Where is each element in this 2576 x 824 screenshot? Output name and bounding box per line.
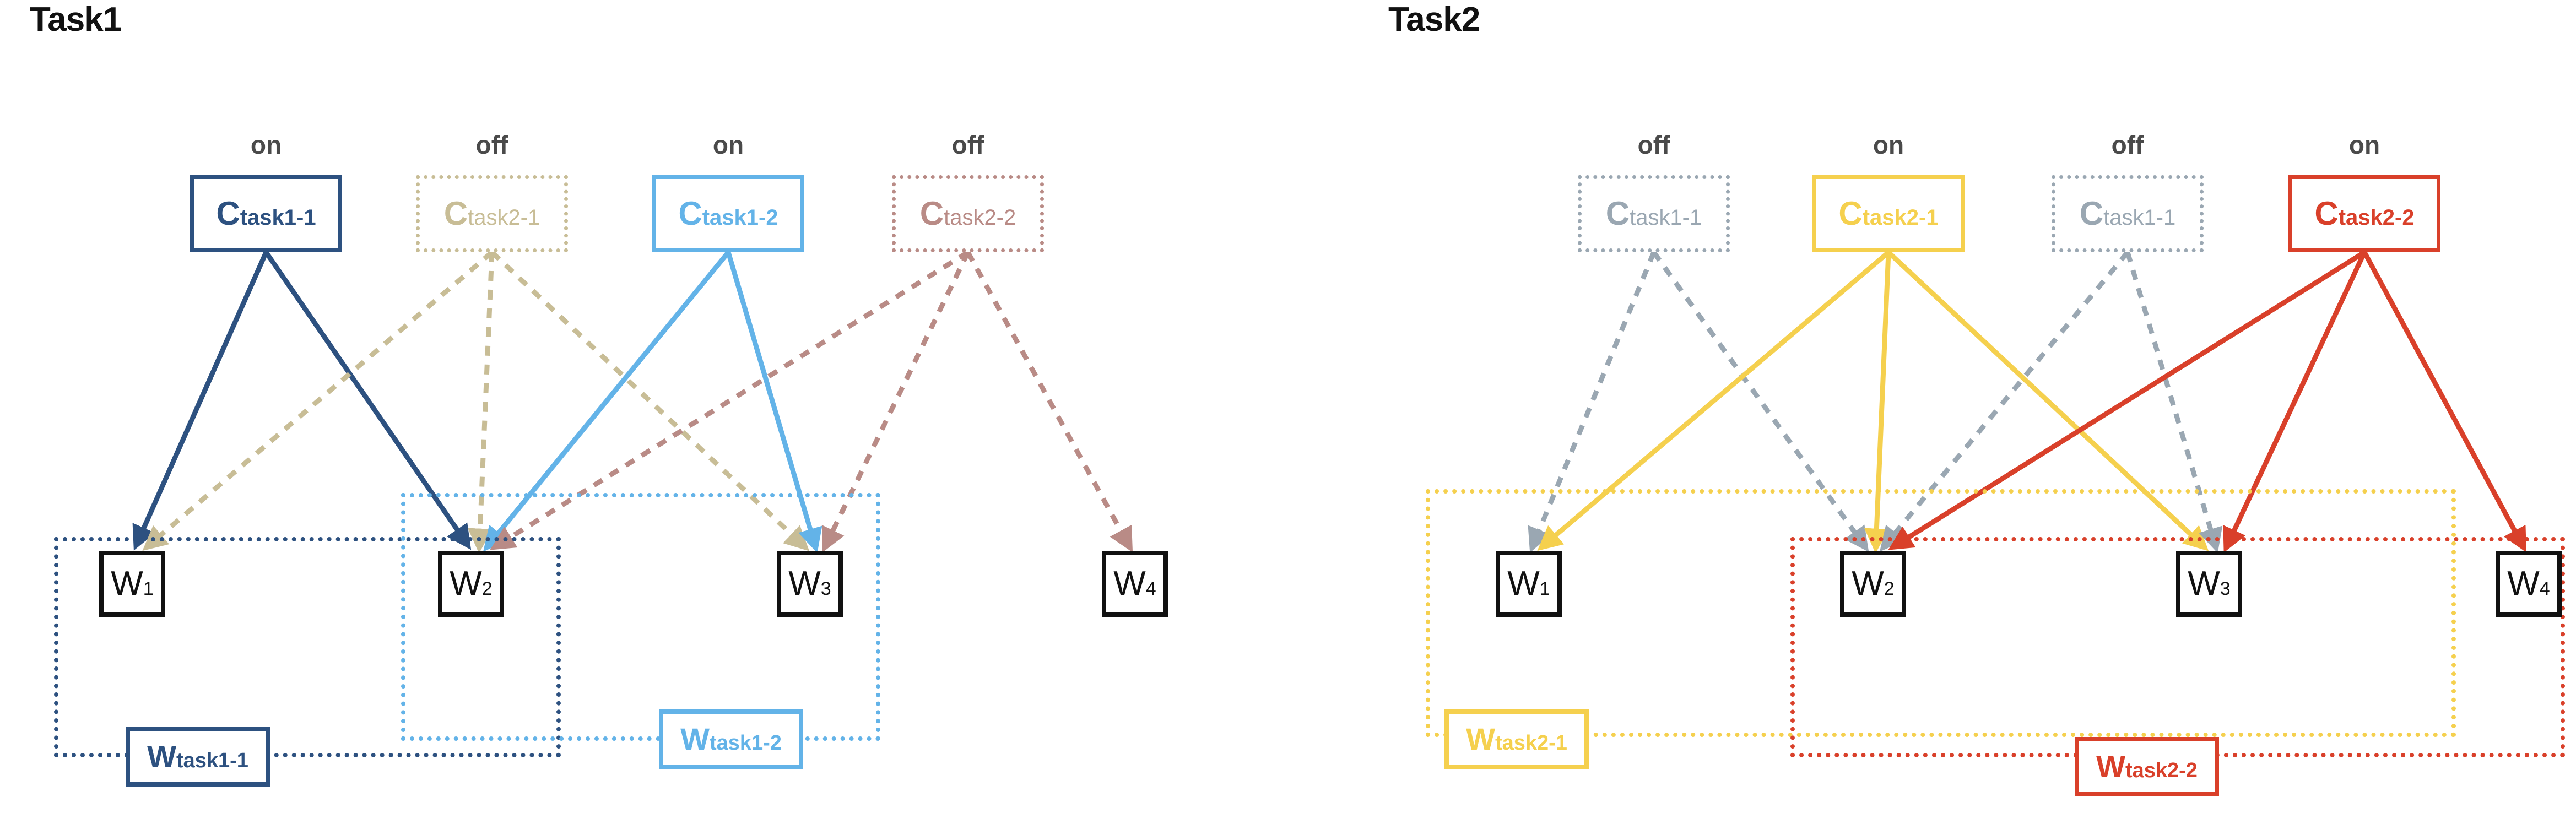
controller-subscript: task2-1 (1862, 205, 1939, 230)
edge-task1-c4-w4 (966, 251, 1133, 553)
worker-prefix: W (1507, 565, 1540, 603)
group-prefix: W (147, 739, 176, 774)
controller-prefix: C (919, 195, 944, 232)
controller-prefix: C (443, 195, 468, 232)
worker-subscript: 4 (2539, 578, 2550, 599)
group-prefix: W (680, 722, 710, 756)
controller-prefix: C (1838, 195, 1863, 232)
worker-subscript: 2 (1884, 578, 1895, 599)
state-caption-task1-c4: off (951, 131, 984, 159)
state-caption-task2-c4: on (2348, 131, 2380, 159)
edge-task1-c1-w1 (132, 251, 269, 551)
controller-subscript: task2-1 (468, 205, 540, 230)
controller-subscript: task1-2 (702, 205, 778, 230)
worker-subscript: 4 (1145, 578, 1156, 599)
state-caption-task2-c2: on (1873, 131, 1904, 159)
panel-title-task1: Task1 (30, 1, 122, 39)
worker-prefix: W (788, 565, 821, 603)
group-subscript: task2-1 (1495, 731, 1567, 755)
panel-title-task2: Task2 (1388, 1, 1480, 39)
controller-prefix: C (2079, 195, 2104, 232)
group-subscript: task2-2 (2125, 759, 2198, 782)
worker-prefix: W (450, 565, 482, 603)
worker-subscript: 3 (2220, 578, 2231, 599)
controller-prefix: C (2314, 195, 2339, 232)
worker-prefix: W (2188, 565, 2220, 603)
state-caption-task2-c3: off (2111, 131, 2144, 159)
controller-subscript: task2-2 (2338, 205, 2415, 230)
state-caption-task1-c2: off (475, 131, 508, 159)
state-caption-task1-c1: on (250, 131, 282, 159)
group-subscript: task1-1 (176, 749, 248, 772)
controller-prefix: C (678, 195, 702, 232)
controller-prefix: C (216, 195, 240, 232)
controller-subscript: task1-1 (2103, 205, 2176, 230)
controller-subscript: task1-1 (1630, 205, 1702, 230)
worker-subscript: 2 (481, 578, 493, 599)
state-caption-task2-c1: off (1637, 131, 1670, 159)
controller-prefix: C (1605, 195, 1630, 232)
group-subscript: task1-2 (709, 731, 782, 755)
group-prefix: W (1466, 722, 1495, 756)
worker-subscript: 1 (143, 578, 154, 599)
group-region-task1-2 (401, 493, 880, 741)
worker-subscript: 1 (1539, 578, 1550, 599)
state-caption-task1-c3: on (712, 131, 744, 159)
worker-prefix: W (2507, 565, 2540, 603)
worker-subscript: 3 (820, 578, 831, 599)
worker-prefix: W (111, 565, 143, 603)
group-prefix: W (2096, 749, 2125, 784)
worker-prefix: W (1113, 565, 1146, 603)
worker-prefix: W (1852, 565, 1884, 603)
controller-subscript: task2-2 (944, 205, 1016, 230)
controller-subscript: task1-1 (240, 205, 316, 230)
